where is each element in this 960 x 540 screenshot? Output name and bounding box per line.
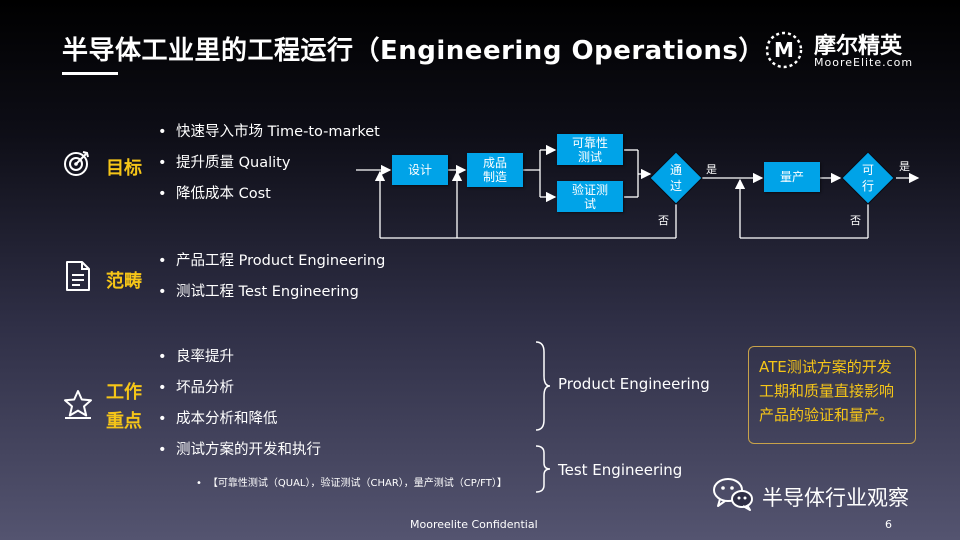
focus-label-line2: 重点 [106,411,142,432]
brace-label-product-engineering: Product Engineering [558,375,710,393]
logo-name-cn: 摩尔精英 [814,34,903,59]
list-item: 降低成本 Cost [158,179,380,210]
list-item: 良率提升 [158,342,321,373]
title-underline [62,72,118,75]
ate-note-box: ATE测试方案的开发工期和质量直接影响产品的验证和量产。 [748,346,916,444]
target-icon [64,151,89,176]
list-item: 产品工程 Product Engineering [158,246,385,277]
brace-label-test-engineering: Test Engineering [558,461,683,479]
flow-box-design: 设计 [392,155,448,185]
focus-sub-item: 【可靠性测试（QUAL），验证测试（CHAR），量产测试（CP/FT）】 [196,474,507,489]
flow-box-product-manufacturing: 成品 制造 [467,153,523,187]
no-label-2: 否 [850,214,861,227]
wechat-account-name: 半导体行业观察 [762,486,909,510]
moore-elite-logo-icon: M [765,31,803,69]
logo-letter: M [774,38,794,62]
footer-confidential: Mooreelite Confidential [410,518,538,531]
yes-label-1: 是 [706,163,717,176]
logo-name-en: MooreElite.com [814,56,914,69]
flow-box-mass-production: 量产 [764,162,820,192]
list-item: 快速导入市场 Time-to-market [158,117,380,148]
brace-test-engineering [535,445,551,493]
star-icon [64,390,92,419]
focus-list: 良率提升 坏品分析 成本分析和降低 测试方案的开发和执行 [158,342,321,466]
scope-list: 产品工程 Product Engineering 测试工程 Test Engin… [158,246,385,308]
flow-box-reliability-test: 可靠性 测试 [557,134,623,165]
yes-label-2: 是 [899,160,910,173]
feasible-decision-label: 可 行 [861,163,874,193]
document-icon [66,261,90,291]
flow-box-verification-test: 验证测 试 [557,181,623,212]
goals-label: 目标 [106,158,142,179]
goals-list: 快速导入市场 Time-to-market 提升质量 Quality 降低成本 … [158,117,380,210]
page-number: 6 [885,518,892,531]
list-item: 提升质量 Quality [158,148,380,179]
scope-label: 范畴 [106,271,142,292]
list-item: 成本分析和降低 [158,404,321,435]
focus-label-line1: 工作 [106,382,142,403]
list-item: 坏品分析 [158,373,321,404]
wechat-icon [713,478,753,511]
brace-product-engineering [535,341,551,431]
no-label-1: 否 [658,214,669,227]
list-item: 测试方案的开发和执行 [158,435,321,466]
list-item: 测试工程 Test Engineering [158,277,385,308]
pass-decision-label: 通 过 [669,163,682,193]
page-title: 半导体工业里的工程运行（Engineering Operations） [62,36,765,66]
